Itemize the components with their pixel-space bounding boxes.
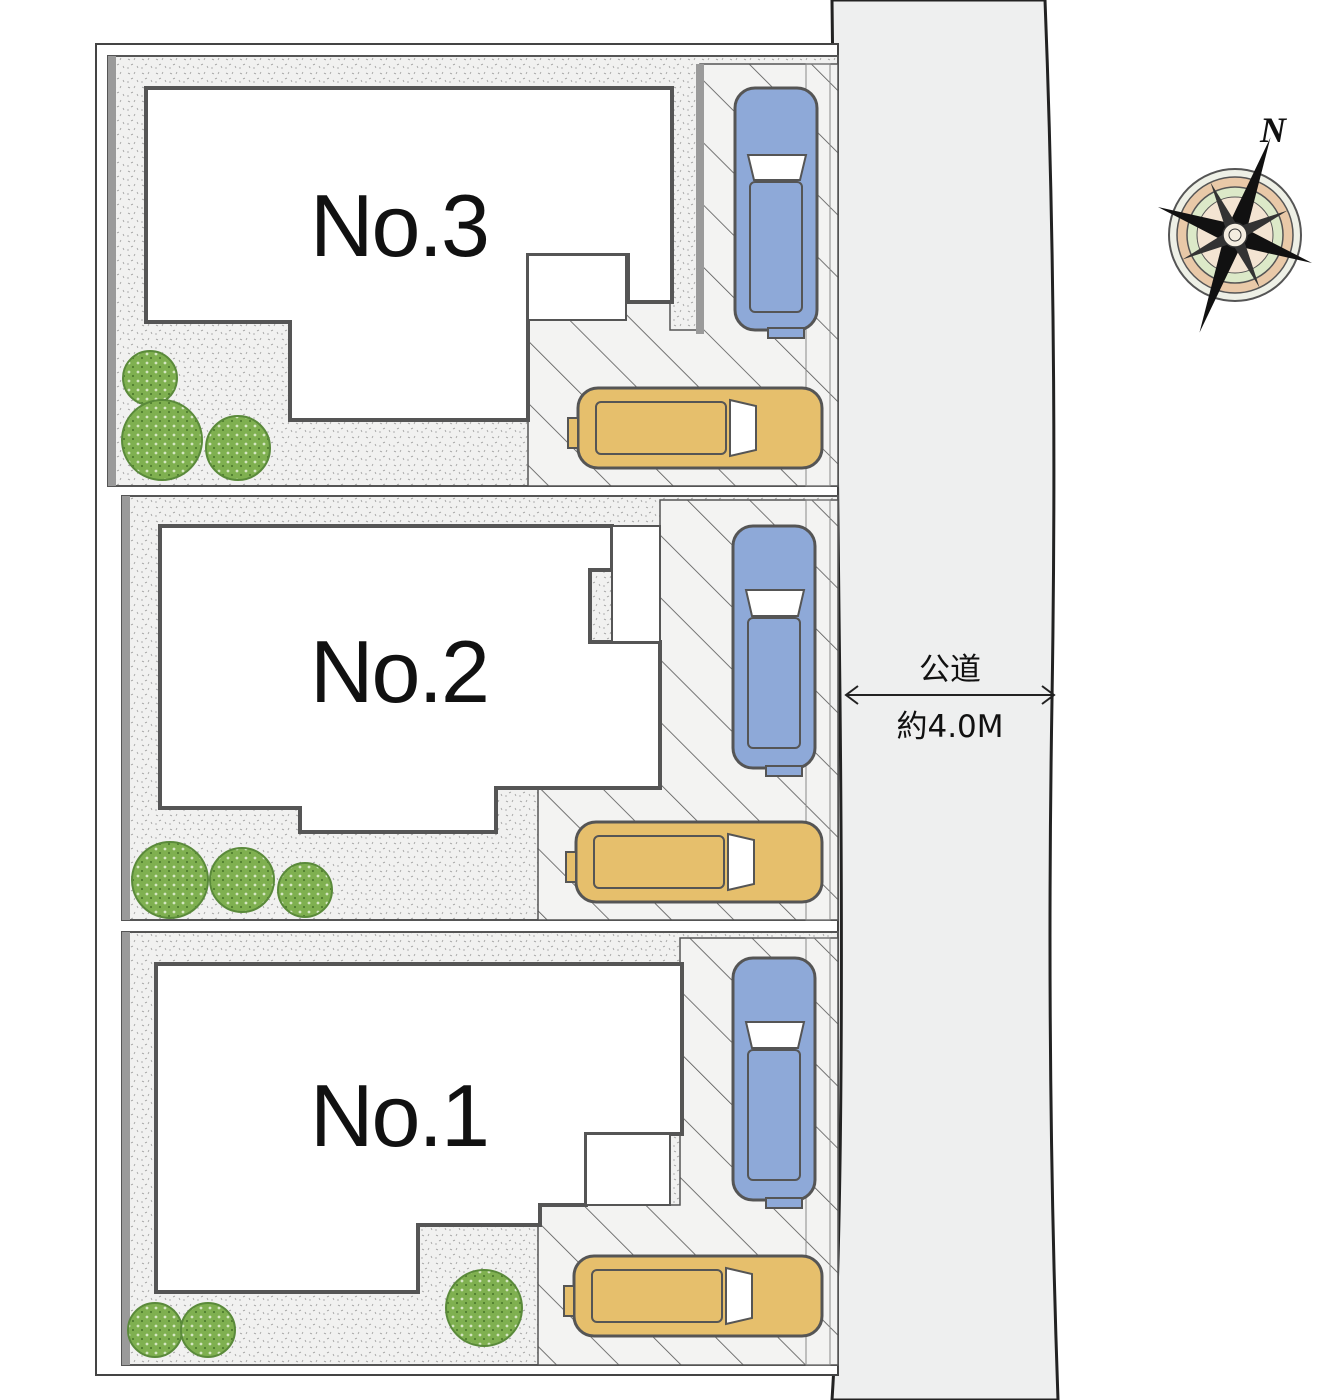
road-name: 公道 [919, 652, 981, 688]
car-icon [731, 524, 817, 777]
car-icon [563, 1254, 824, 1338]
north-label: N [1260, 110, 1286, 150]
compass-rose-icon [1157, 137, 1313, 333]
lot-3-parcel [107, 55, 839, 487]
tree-icon [205, 415, 271, 481]
yellow-car-lot-2 [565, 820, 824, 904]
tree-icon [180, 1302, 236, 1358]
public-road [830, 0, 1060, 1400]
tree-icon [131, 841, 209, 919]
road-width: 約4.0M [896, 709, 1004, 745]
tree-icon [122, 350, 178, 406]
yellow-car-lot-1 [563, 1254, 824, 1338]
blue-car-lot-2 [731, 524, 817, 777]
lot-1-label: No.1 [310, 1066, 490, 1165]
tree-icon [445, 1269, 523, 1347]
lot-3-label: No.3 [310, 176, 490, 275]
lot-2-label: No.2 [310, 622, 490, 721]
blue-car-lot-1 [731, 956, 817, 1209]
car-icon [731, 956, 817, 1209]
tree-icon [277, 862, 333, 918]
tree-icon [209, 847, 275, 913]
tree-icon [127, 1302, 183, 1358]
car-icon [565, 820, 824, 904]
tree-icon [121, 399, 203, 481]
yellow-car-lot-3 [567, 386, 824, 470]
blue-car-lot-3 [733, 86, 819, 339]
house-1 [154, 962, 684, 1294]
trees [121, 350, 523, 1358]
car-icon [733, 86, 819, 339]
road-width-arrow [844, 685, 1056, 705]
car-icon [567, 386, 824, 470]
